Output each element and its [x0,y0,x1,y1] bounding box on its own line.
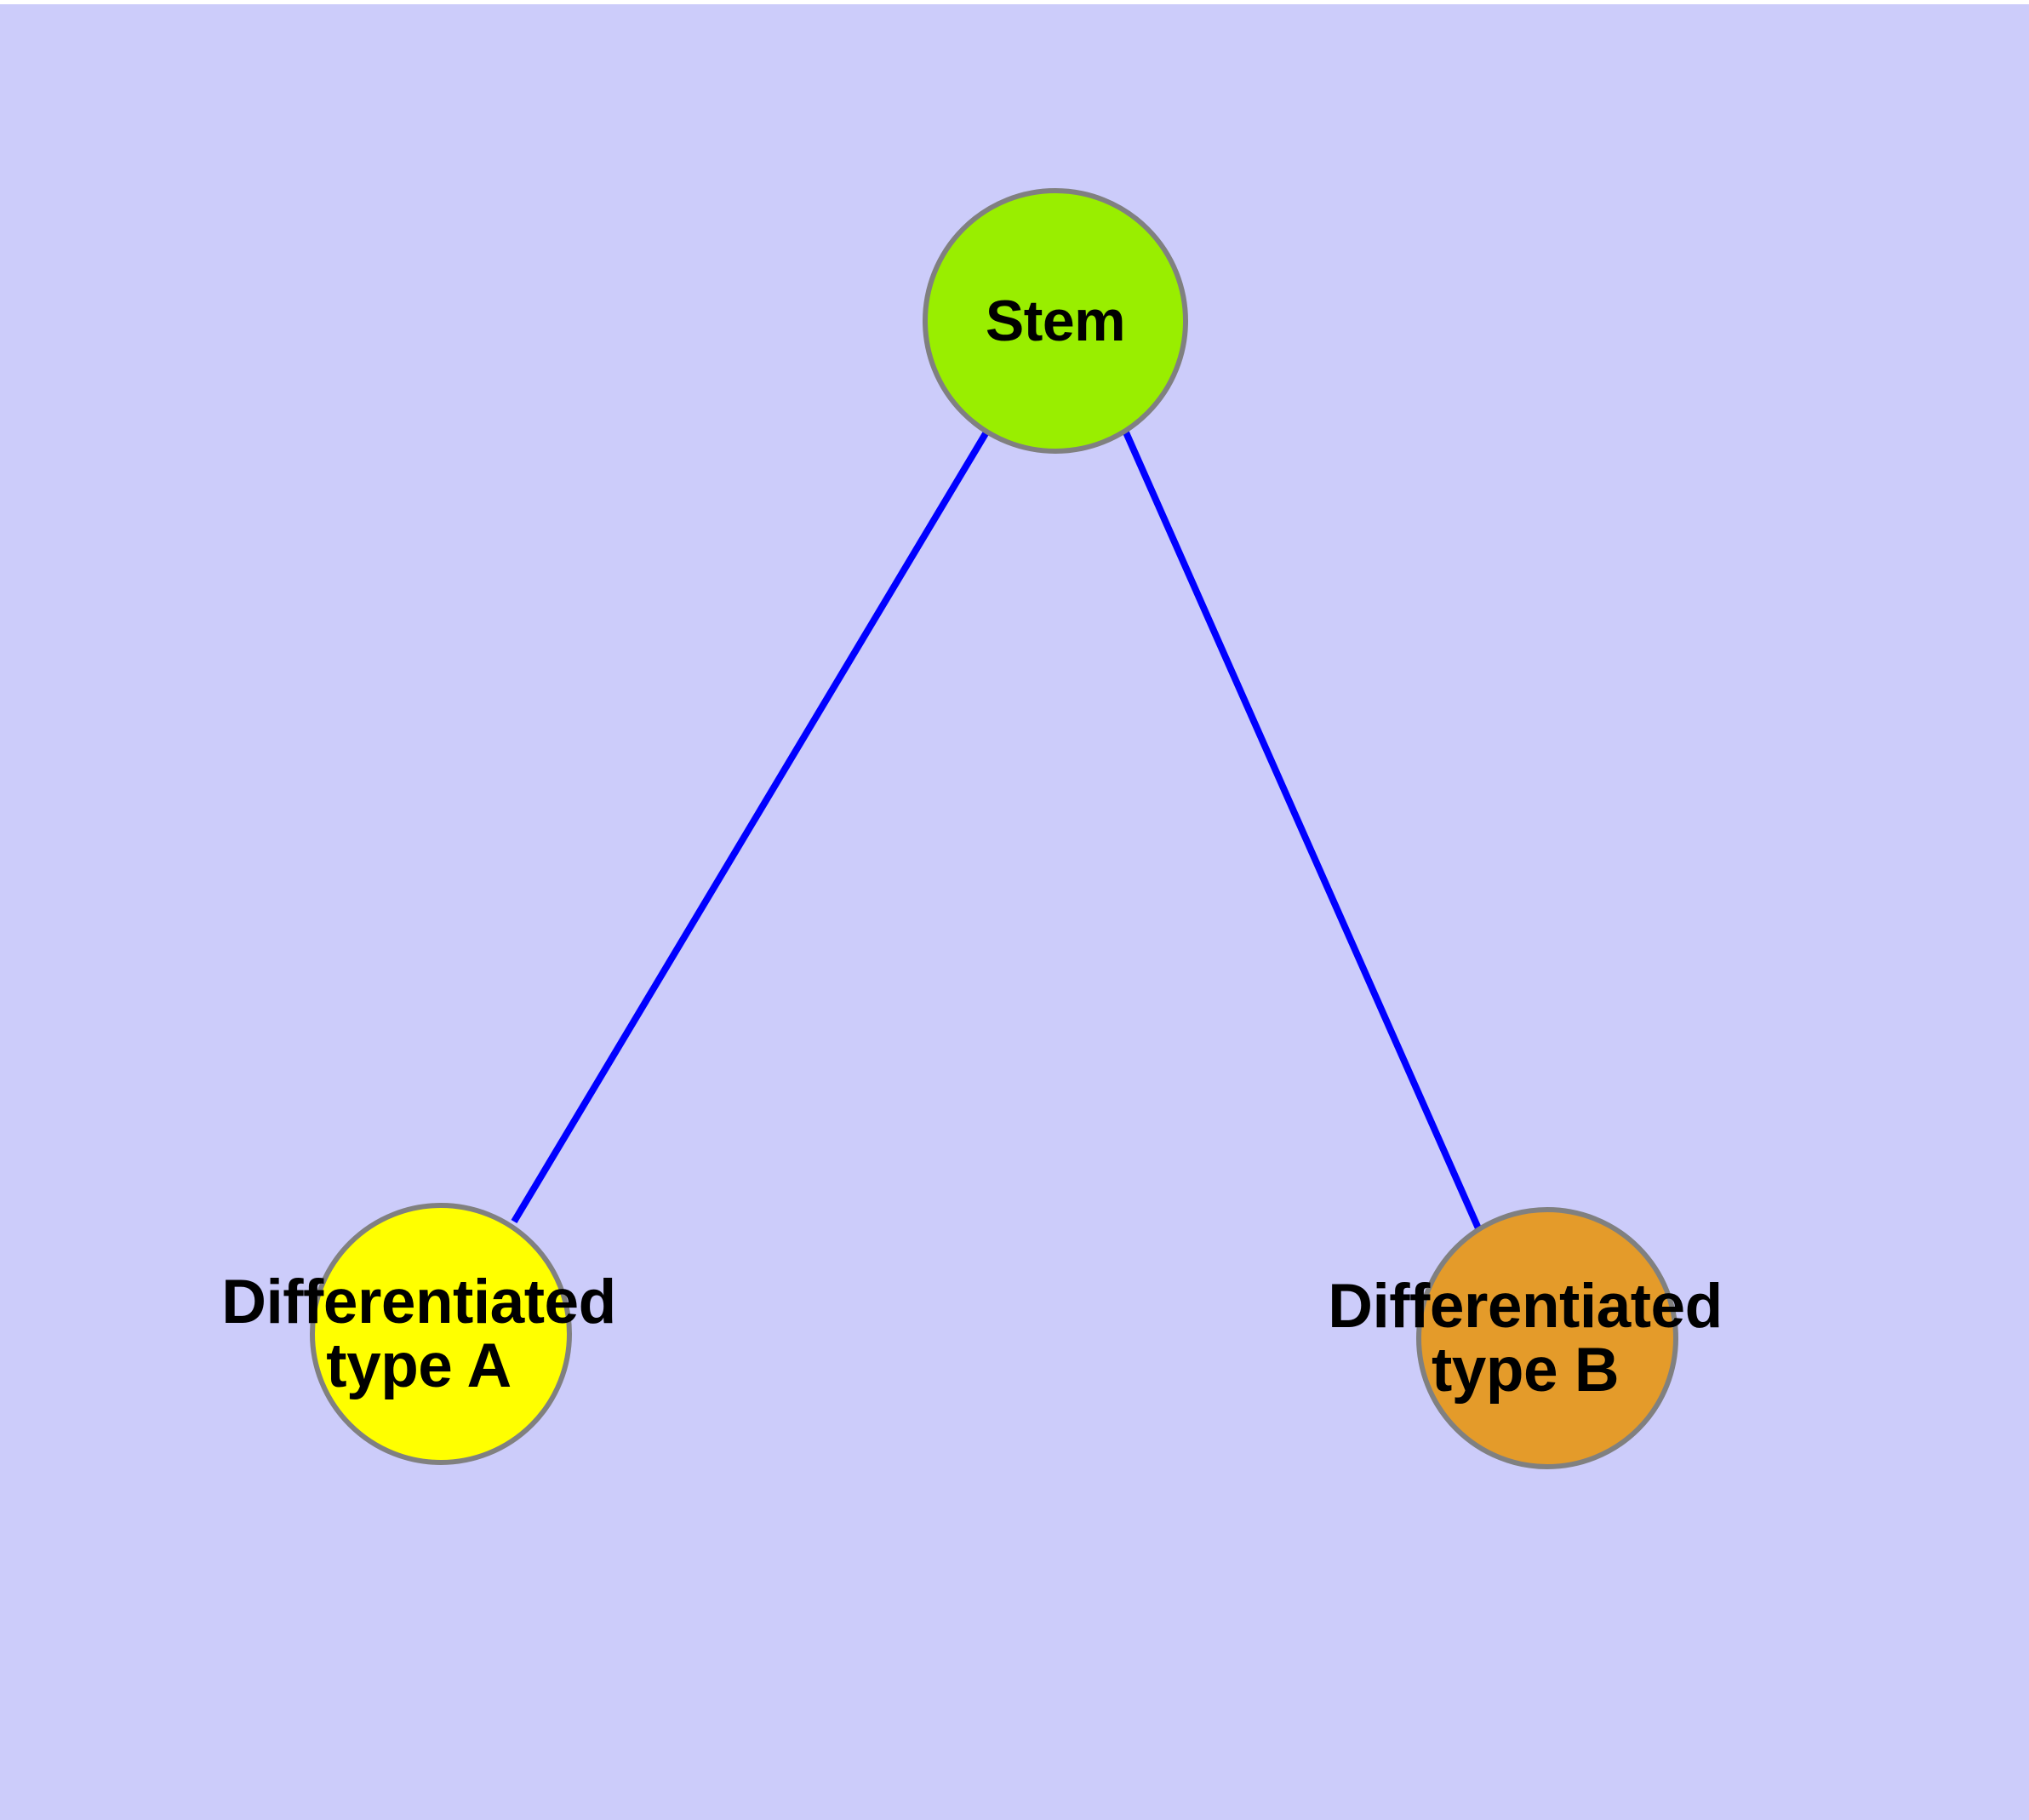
diagram-plot-area: Stem Differentiated type A Differentiate… [0,4,2029,1820]
node-stem-circle[interactable] [923,188,1188,454]
node-layer [310,188,1678,1469]
edge-stem-to-type-b[interactable] [1123,431,1482,1230]
node-type-b-circle[interactable] [1416,1207,1678,1469]
edge-stem-to-type-a[interactable] [511,428,991,1224]
graph-svg [310,188,1678,1469]
edge-layer [511,428,1482,1230]
node-type-a-circle[interactable] [310,1203,572,1465]
